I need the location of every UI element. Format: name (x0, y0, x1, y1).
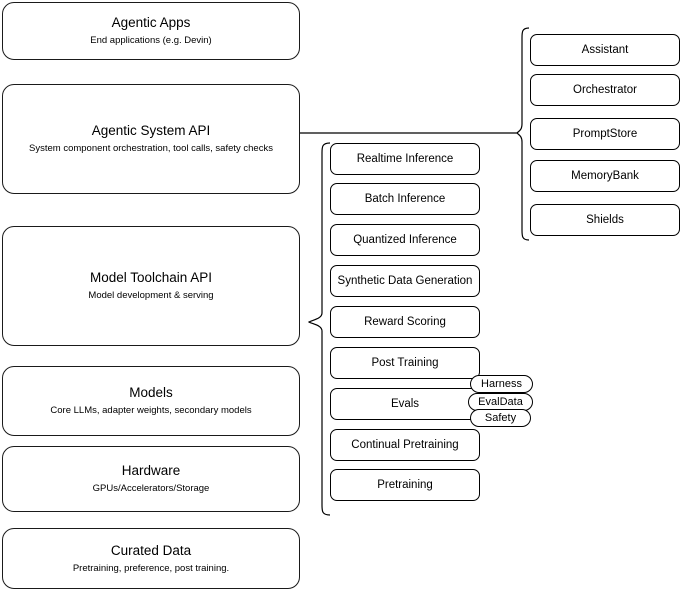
component-promptstore[interactable]: PromptStore (530, 118, 680, 150)
component-label: Assistant (581, 44, 629, 56)
layer-title: Hardware (121, 463, 181, 478)
brace-capabilities (307, 142, 331, 516)
component-shields[interactable]: Shields (530, 204, 680, 236)
layer-curated-data[interactable]: Curated Data Pretraining, preference, po… (2, 528, 300, 589)
component-label: Orchestrator (573, 84, 637, 96)
layer-title: Models (129, 385, 173, 400)
layer-title: Model Toolchain API (89, 270, 213, 285)
layer-subtitle: System component orchestration, tool cal… (29, 143, 273, 154)
badge-safety[interactable]: Safety (470, 409, 531, 427)
component-label: PromptStore (572, 128, 638, 140)
capability-label: Reward Scoring (364, 316, 446, 328)
layer-model-toolchain-api[interactable]: Model Toolchain API Model development & … (2, 226, 300, 346)
layer-agentic-apps[interactable]: Agentic Apps End applications (e.g. Devi… (2, 2, 300, 60)
component-assistant[interactable]: Assistant (530, 34, 680, 66)
capability-label: Batch Inference (364, 193, 446, 205)
capability-continual-pretraining[interactable]: Continual Pretraining (330, 429, 480, 461)
layer-hardware[interactable]: Hardware GPUs/Accelerators/Storage (2, 446, 300, 512)
layer-agentic-system-api[interactable]: Agentic System API System component orch… (2, 84, 300, 194)
component-memorybank[interactable]: MemoryBank (530, 160, 680, 192)
capability-label: Evals (390, 398, 420, 410)
badge-label: Harness (481, 378, 522, 390)
capability-realtime-inference[interactable]: Realtime Inference (330, 143, 480, 175)
badge-harness[interactable]: Harness (470, 375, 533, 393)
component-label: Shields (586, 214, 624, 226)
capability-post-training[interactable]: Post Training (330, 347, 480, 379)
layer-subtitle: GPUs/Accelerators/Storage (92, 483, 210, 494)
layer-title: Curated Data (110, 542, 192, 558)
capability-pretraining[interactable]: Pretraining (330, 469, 480, 501)
capability-reward-scoring[interactable]: Reward Scoring (330, 306, 480, 338)
capability-batch-inference[interactable]: Batch Inference (330, 183, 480, 215)
component-label: MemoryBank (571, 170, 639, 182)
capability-label: Realtime Inference (356, 153, 454, 165)
layer-subtitle: Core LLMs, adapter weights, secondary mo… (50, 405, 252, 416)
capability-evals[interactable]: Evals (330, 388, 480, 420)
capability-synthetic-data-generation[interactable]: Synthetic Data Generation (330, 265, 480, 297)
layer-subtitle: Pretraining, preference, post training. (72, 562, 230, 574)
layer-title: Agentic Apps (111, 15, 191, 30)
capability-quantized-inference[interactable]: Quantized Inference (330, 224, 480, 256)
layer-subtitle: Model development & serving (88, 290, 214, 301)
badge-label: Safety (484, 412, 517, 424)
capability-label: Pretraining (377, 479, 433, 491)
component-orchestrator[interactable]: Orchestrator (530, 74, 680, 106)
layer-models[interactable]: Models Core LLMs, adapter weights, secon… (2, 366, 300, 436)
capability-label: Post Training (371, 357, 439, 369)
capability-label: Synthetic Data Generation (337, 275, 473, 287)
badge-label: EvalData (478, 396, 523, 408)
layer-title: Agentic System API (91, 123, 211, 138)
capability-label: Continual Pretraining (351, 439, 459, 451)
capability-label: Quantized Inference (353, 234, 457, 246)
layer-subtitle: End applications (e.g. Devin) (90, 35, 212, 46)
brace-system-components (516, 27, 530, 241)
